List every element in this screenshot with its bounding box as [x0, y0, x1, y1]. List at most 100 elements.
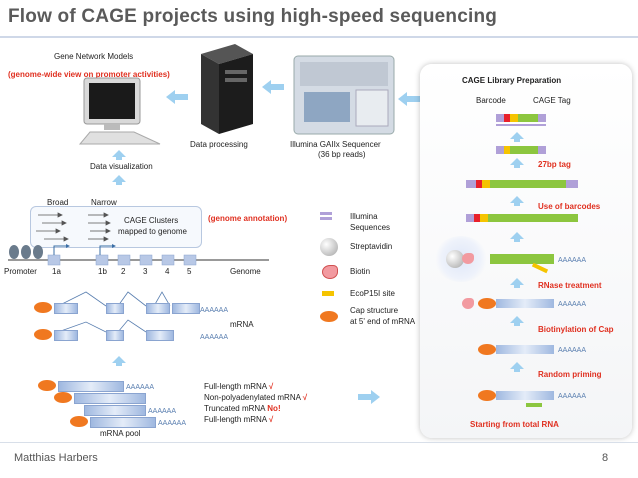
pool-item-truncated: Truncated mRNA No!: [204, 404, 281, 413]
data-visualization-label: Data visualization: [90, 162, 153, 171]
arrow-up-icon: [510, 316, 524, 326]
cage-clusters-label-line1: CAGE Clusters: [124, 216, 179, 225]
exon-bar: [146, 303, 170, 314]
pool-mrna-bar: [84, 405, 146, 416]
cap-structure-icon: [34, 302, 52, 313]
polya-tail: AAAAAA: [126, 384, 155, 391]
gene-network-models-label: Gene Network Models: [54, 52, 134, 61]
legend-illumina-line1: Illumina: [350, 212, 378, 221]
footer-divider: [0, 442, 638, 443]
pool-mrna-bar: [58, 381, 124, 392]
cage-clusters-label-line2: mapped to genome: [118, 227, 187, 236]
legend-illumina-swatch: [320, 212, 332, 215]
primer-bar: [526, 403, 542, 407]
cap-structure-icon: [478, 298, 496, 309]
genome-axis-label: 1a: [52, 267, 61, 276]
rnase-treatment-label: RNase treatment: [538, 281, 602, 290]
genome-axis-label: Genome: [230, 267, 261, 276]
biotinylation-label: Biotinylation of Cap: [538, 325, 614, 334]
genome-axis-label: 5: [187, 267, 192, 276]
mrna-splicing-icon: [57, 291, 171, 333]
library-bar-barcoded: [496, 114, 546, 122]
polya-tail: AAAAAA: [558, 257, 587, 264]
server-tower-icon: [201, 44, 253, 134]
narrow-label: Narrow: [91, 198, 117, 207]
author-name: Matthias Harbers: [14, 452, 98, 464]
ecop15i-site-icon: [322, 291, 334, 296]
pool-mrna-bar: [90, 417, 156, 428]
exon-bar: [54, 303, 78, 314]
polya-tail: AAAAAA: [158, 420, 187, 427]
polya-tail: AAAAAA: [558, 393, 587, 400]
pool-item-full-length: Full-length mRNA √: [204, 382, 274, 391]
sequencer-label-line1: Illumina GAIIx Sequencer: [290, 140, 381, 149]
pool-item-non-polyadenylated: Non-polyadenylated mRNA √: [204, 393, 308, 402]
polya-tail: AAAAAA: [200, 334, 229, 341]
cap-structure-icon: [478, 344, 496, 355]
biotin-icon: [322, 265, 338, 279]
polya-tail: AAAAAA: [148, 408, 177, 415]
rna-bar: [496, 345, 554, 354]
genome-axis-label: 2: [121, 267, 126, 276]
biotin-icon: [462, 298, 474, 309]
arrow-up-icon: [510, 232, 524, 242]
pool-item-full-length-2: Full-length mRNA √: [204, 415, 274, 424]
genome-axis-label: 3: [143, 267, 148, 276]
streptavidin-icon: [320, 238, 338, 256]
legend-ecop15i: EcoP15I site: [350, 289, 395, 298]
rna-bar: [496, 299, 554, 308]
cap-structure-icon: [38, 380, 56, 391]
arrow-up-icon: [112, 175, 126, 185]
legend-cap-line1: Cap structure: [350, 306, 399, 315]
library-strand: [496, 124, 546, 126]
legend-illumina-line2: Sequences: [350, 223, 391, 232]
computer-monitor-icon: [78, 77, 161, 145]
genome-axis-labels: Promoter 1a 1b 2 3 4 5 Genome: [4, 267, 274, 277]
sequencer-machine-icon: [293, 55, 395, 135]
arrow-up-icon: [112, 150, 126, 160]
arrow-up-icon: [112, 356, 126, 366]
exon-bar: [172, 303, 200, 314]
exon-bar: [54, 330, 78, 341]
cluster-arrows-icon: [36, 212, 111, 242]
cage-clusters-panel: [30, 206, 202, 248]
pool-mrna-bar: [74, 393, 146, 404]
exon-bar: [106, 303, 124, 314]
use-barcodes-label: Use of barcodes: [538, 202, 601, 211]
genome-axis-label: 1b: [98, 267, 107, 276]
legend-illumina-swatch: [320, 217, 332, 220]
page-number: 8: [602, 452, 609, 464]
library-bar-27bp: [466, 180, 578, 188]
legend-biotin: Biotin: [350, 267, 371, 276]
genome-wide-view-label: (genome-wide view on promoter activities…: [8, 70, 170, 79]
title-underline: [0, 36, 638, 38]
library-bar-bead: [490, 254, 554, 264]
rna-bar: [496, 391, 554, 400]
arrow-left-icon: [262, 80, 284, 94]
genome-axis-label: Promoter: [4, 267, 37, 276]
polya-tail: AAAAAA: [200, 307, 229, 314]
genome-map-icon: [8, 244, 269, 266]
polya-tail: AAAAAA: [558, 301, 587, 308]
cap-structure-icon: [54, 392, 72, 403]
random-priming-label: Random priming: [538, 370, 602, 379]
page-title: Flow of CAGE projects using high-speed s…: [8, 6, 498, 27]
arrow-up-icon: [510, 132, 524, 142]
cap-structure-icon: [70, 416, 88, 427]
cap-structure-icon: [478, 390, 496, 401]
library-bar: [496, 146, 546, 154]
arrow-up-icon: [510, 196, 524, 206]
mrna-pool-label: mRNA pool: [100, 429, 141, 438]
cage-prep-heading: CAGE Library Preparation: [462, 76, 562, 85]
legend-streptavidin: Streptavidin: [350, 242, 393, 251]
arrow-up-icon: [510, 362, 524, 372]
arrow-left-icon: [398, 92, 420, 106]
cap-structure-icon: [34, 329, 52, 340]
mrna-label: mRNA: [230, 320, 254, 329]
arrow-up-icon: [510, 278, 524, 288]
arrow-up-icon: [510, 158, 524, 168]
legend-cap-line2: at 5' end of mRNA: [350, 317, 416, 326]
exon-bar: [146, 330, 174, 341]
barcode-label: Barcode: [476, 96, 506, 105]
broad-label: Broad: [47, 198, 69, 207]
